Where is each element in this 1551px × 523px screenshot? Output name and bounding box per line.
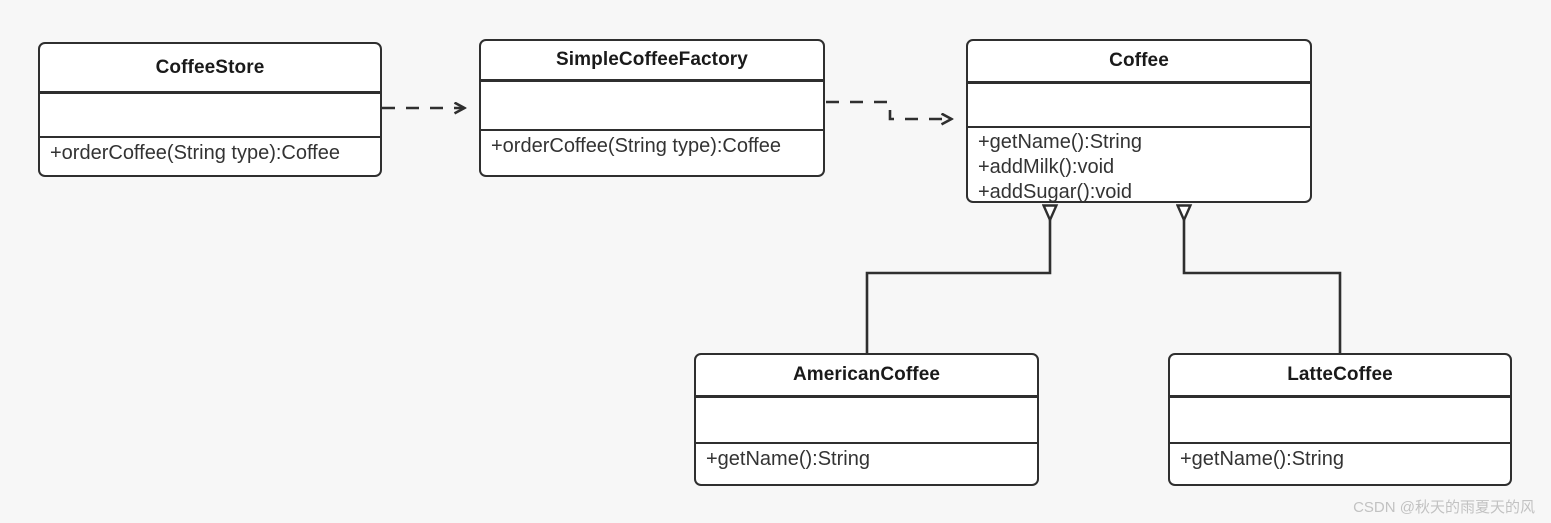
operation-item: +orderCoffee(String type):Coffee xyxy=(491,135,781,158)
class-divider xyxy=(40,91,380,94)
class-divider xyxy=(696,441,1037,445)
class-divider xyxy=(968,81,1310,84)
class-divider xyxy=(1170,395,1510,398)
operation-item: +getName():String xyxy=(706,448,870,471)
class-attributes-americancoffee xyxy=(696,398,1037,442)
operation-item: +addSugar():void xyxy=(978,181,1132,203)
generalization-lattecoffee-to-coffee xyxy=(1184,220,1342,353)
class-name-simplecoffeefactory: SimpleCoffeeFactory xyxy=(556,49,748,70)
class-divider xyxy=(40,135,380,139)
class-operations-coffeestore: +orderCoffee(String type):Coffee xyxy=(40,138,380,175)
uml-class-simplecoffeefactory[interactable]: SimpleCoffeeFactory +orderCoffee(String … xyxy=(479,39,825,177)
class-divider xyxy=(696,395,1037,398)
operation-item: +orderCoffee(String type):Coffee xyxy=(50,142,340,165)
class-divider xyxy=(481,79,823,82)
operation-item: +getName():String xyxy=(1180,448,1344,471)
uml-class-coffee[interactable]: Coffee +getName():String +addMilk():void… xyxy=(966,39,1312,203)
class-attributes-coffeestore xyxy=(40,94,380,136)
class-name-coffee: Coffee xyxy=(1109,50,1169,71)
class-divider xyxy=(1170,441,1510,445)
class-operations-americancoffee: +getName():String xyxy=(696,444,1037,484)
uml-class-lattecoffee[interactable]: LatteCoffee +getName():String xyxy=(1168,353,1512,486)
operation-item: +getName():String xyxy=(978,131,1142,154)
operation-item: +addMilk():void xyxy=(978,156,1115,179)
class-attributes-lattecoffee xyxy=(1170,398,1510,442)
generalization-americancoffee-to-coffee xyxy=(865,220,1050,353)
class-name-coffeestore: CoffeeStore xyxy=(155,56,265,78)
class-divider xyxy=(481,128,823,132)
class-attributes-simplecoffeefactory xyxy=(481,82,823,129)
class-name-americancoffee: AmericanCoffee xyxy=(792,364,941,385)
class-operations-coffee: +getName():String +addMilk():void +addSu… xyxy=(968,128,1310,203)
class-name-lattecoffee: LatteCoffee xyxy=(1287,364,1393,385)
class-operations-lattecoffee: +getName():String xyxy=(1170,444,1510,484)
class-operations-simplecoffeefactory: +orderCoffee(String type):Coffee xyxy=(481,131,823,175)
uml-class-americancoffee[interactable]: AmericanCoffee +getName():String xyxy=(694,353,1039,486)
dependency-simplecoffeefactory-to-coffee xyxy=(826,100,951,119)
class-divider xyxy=(968,125,1310,129)
csdn-watermark: CSDN @秋天的雨夏天的风 xyxy=(1353,499,1535,516)
uml-class-coffeestore[interactable]: CoffeeStore +orderCoffee(String type):Co… xyxy=(38,42,382,177)
class-attributes-coffee xyxy=(968,84,1310,126)
